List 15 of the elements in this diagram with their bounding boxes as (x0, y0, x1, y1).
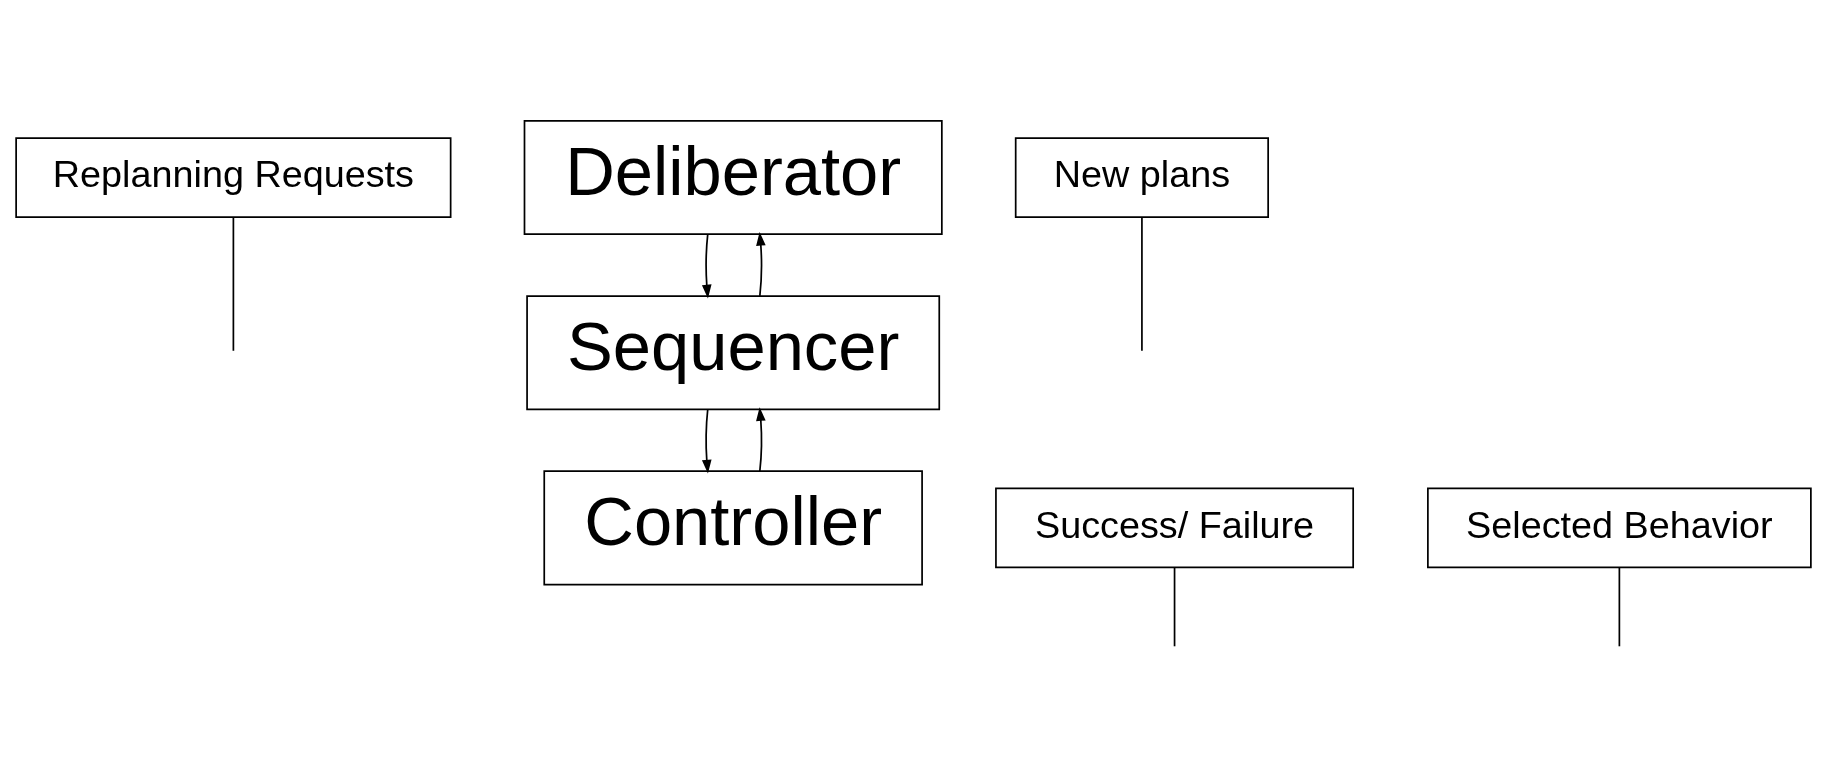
arrow (756, 231, 766, 297)
connector (1141, 216, 1143, 352)
node-box: New plans (1014, 137, 1269, 218)
connector (1618, 567, 1621, 648)
arrow (701, 233, 712, 299)
node-box: Replanning Requests (15, 137, 452, 218)
node-box: Deliberator (523, 120, 943, 236)
arrow (756, 407, 766, 472)
node-box: Selected Behavior (1427, 487, 1812, 569)
connector (1173, 567, 1176, 648)
arrow (701, 408, 712, 474)
node-box: Sequencer (526, 295, 941, 411)
node-box: Controller (543, 470, 923, 586)
connector (232, 216, 235, 352)
node-box: Success/ Failure (995, 487, 1355, 569)
